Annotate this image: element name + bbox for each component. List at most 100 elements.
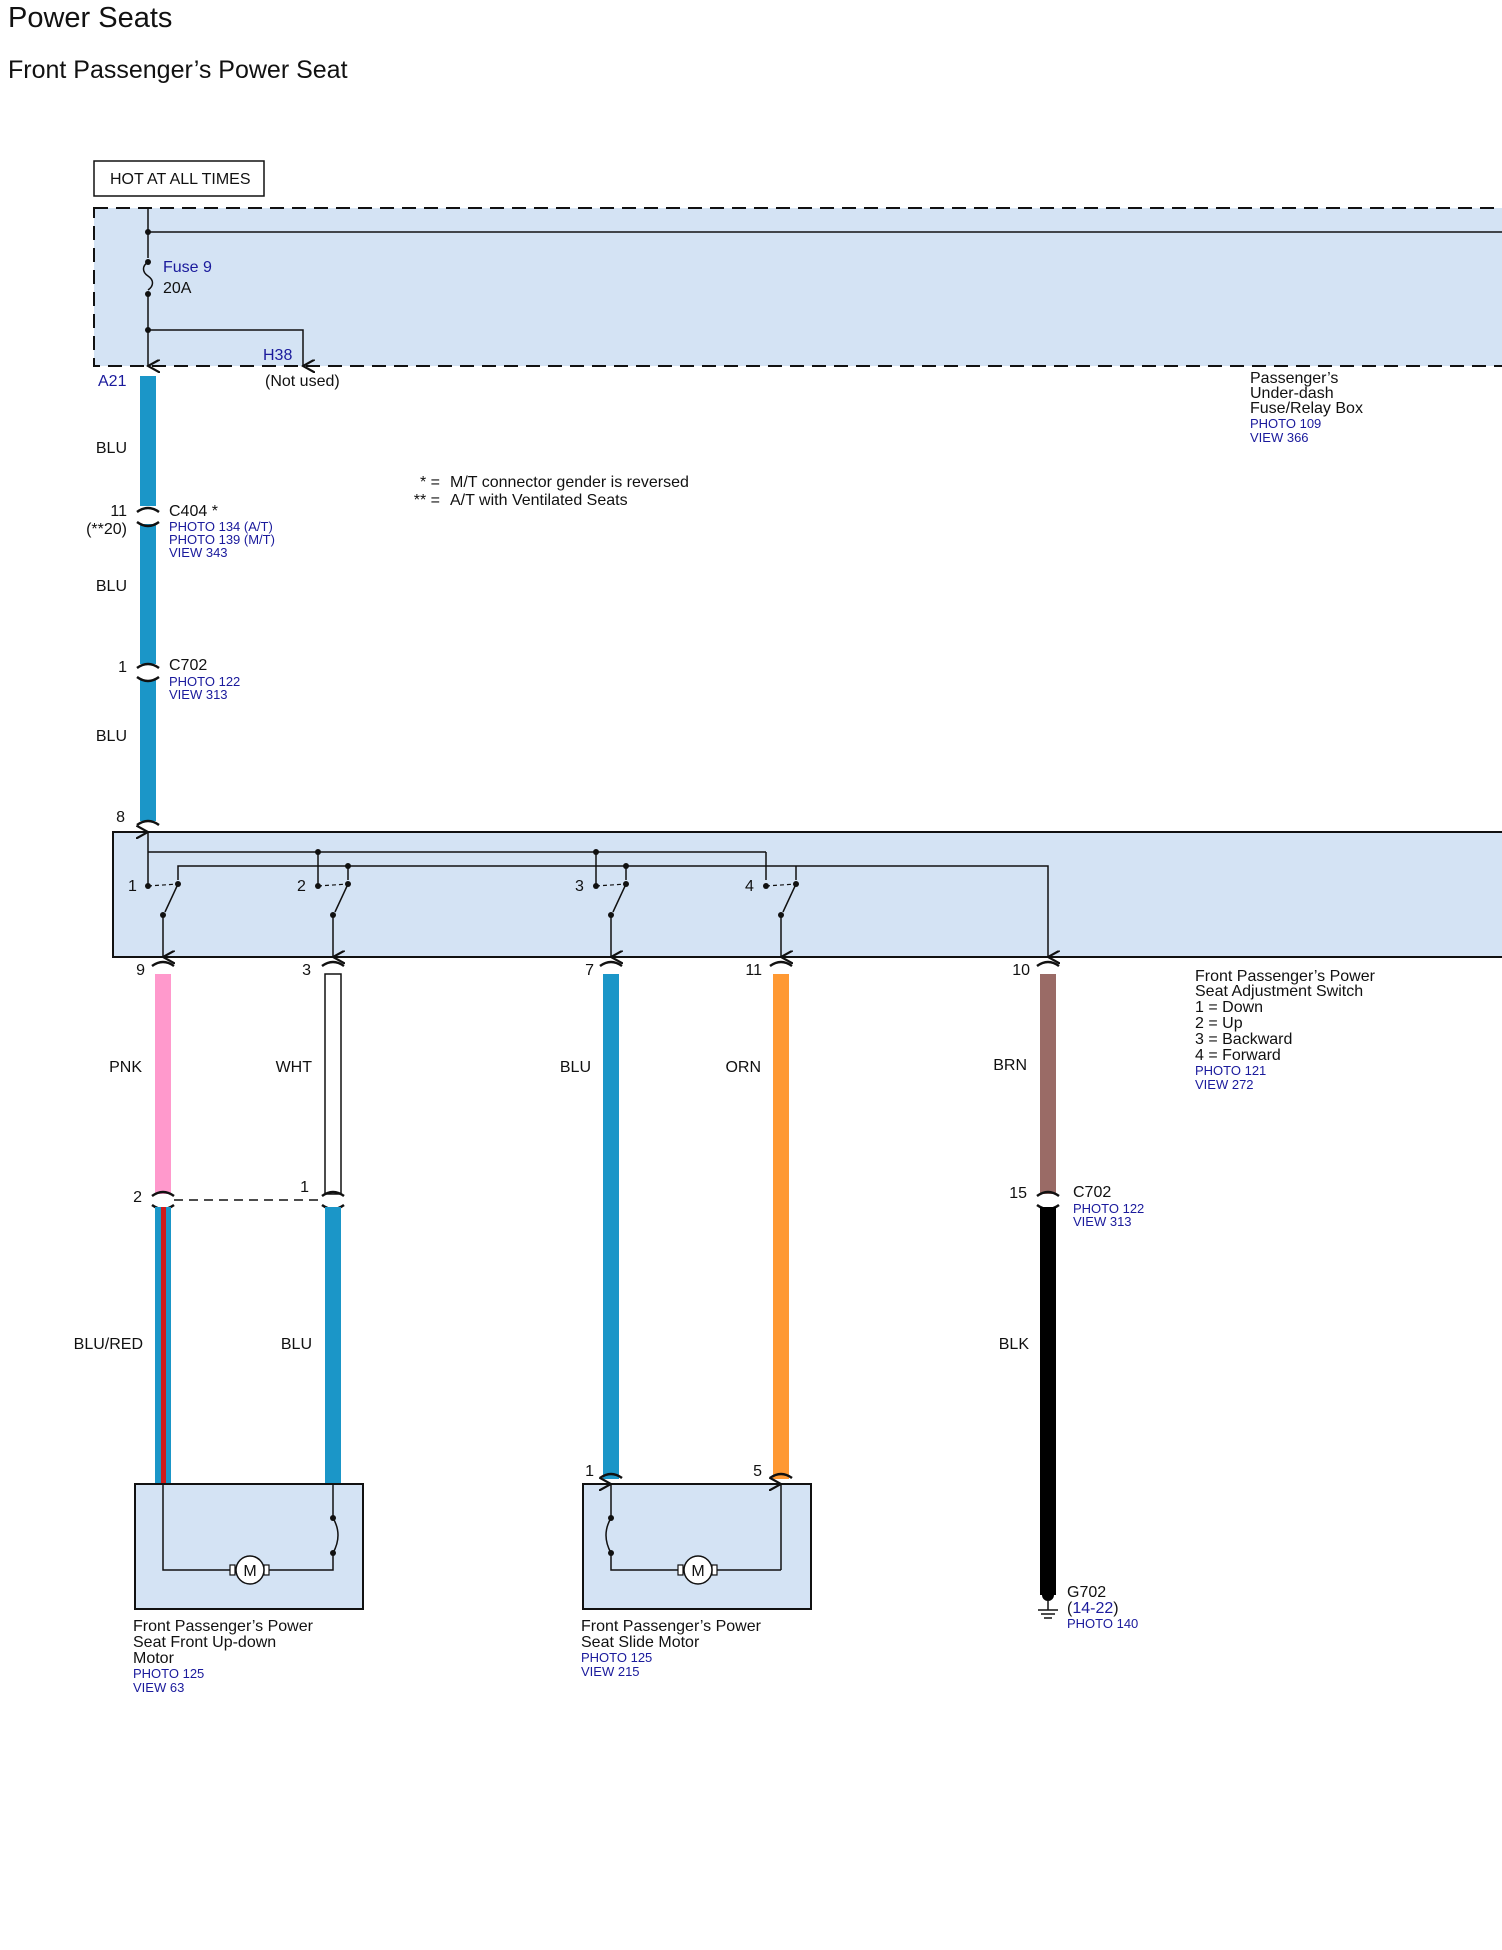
fuse-name: Fuse 9 <box>163 259 212 276</box>
pin-label: 5 <box>753 1463 762 1480</box>
fuse-box-photo: PHOTO 109 <box>1250 416 1321 431</box>
slide-motor-name: Front Passenger’s Power <box>581 1618 762 1635</box>
wire-label: BRN <box>993 1057 1027 1074</box>
ground-name: G702 <box>1067 1584 1106 1601</box>
connector-c702-symbol <box>136 662 160 683</box>
switch-input-pin: 8 <box>116 809 125 826</box>
switch-legend: 4 = Forward <box>1195 1047 1281 1064</box>
switch-contact-1 <box>145 881 181 957</box>
note-mark: * = <box>420 474 440 491</box>
motor-symbol <box>235 1555 265 1585</box>
pin-label: 1 <box>585 1463 594 1480</box>
motor-symbol <box>683 1555 713 1585</box>
wire-pnk <box>155 974 171 1194</box>
slide-motor-view: VIEW 215 <box>581 1664 640 1679</box>
slide-motor-box <box>582 1483 812 1610</box>
pin-label: 2 <box>133 1189 142 1206</box>
pin-8-symbol <box>136 819 160 827</box>
updown-motor-photo: PHOTO 125 <box>133 1666 204 1681</box>
ground-ref-close: ) <box>1113 1600 1118 1617</box>
switch-contact-3 <box>593 881 629 957</box>
wire-blu-red-stripe <box>161 1207 166 1484</box>
wire-label: BLU/RED <box>74 1336 143 1353</box>
pin-label: 10 <box>1012 962 1030 979</box>
wire-blu-feed <box>140 524 156 664</box>
wire-blu-feed <box>140 680 156 821</box>
c702-photo: PHOTO 122 <box>1073 1201 1144 1216</box>
junction-dot <box>145 229 151 235</box>
updown-motor-name: Motor <box>133 1650 175 1667</box>
pin-label: 15 <box>1009 1185 1027 1202</box>
c702-name: C702 <box>1073 1184 1111 1201</box>
connector-c702-symbol <box>151 1190 175 1211</box>
slide-motor-name: Seat Slide Motor <box>581 1634 700 1651</box>
page-title: Power Seats <box>8 2 173 34</box>
terminal-a21: A21 <box>98 373 127 390</box>
c702-pin: 1 <box>118 659 127 676</box>
wire-blk <box>1040 1207 1056 1595</box>
wire-label: ORN <box>725 1059 761 1076</box>
not-used-note: (Not used) <box>265 373 340 390</box>
switch-legend: 1 = Down <box>1195 999 1263 1016</box>
pin-symbol <box>1036 960 1060 968</box>
switch-contact-2 <box>315 881 351 957</box>
connector-c702-symbol <box>1036 1190 1060 1211</box>
hot-at-all-times-label: HOT AT ALL TIMES <box>110 171 251 188</box>
terminal-h38: H38 <box>263 347 292 364</box>
pin-label: 11 <box>745 962 762 979</box>
pin-symbol <box>151 960 175 968</box>
switch-contact-label: 4 <box>745 878 754 895</box>
pin-symbol <box>321 960 345 968</box>
wire-label: BLU <box>96 728 127 745</box>
pin-symbol <box>599 960 623 968</box>
motor-brush <box>677 1564 684 1576</box>
switch-legend: 2 = Up <box>1195 1015 1243 1032</box>
wire-blu-feed <box>140 376 156 506</box>
wire-blu <box>603 974 619 1479</box>
wire-label: WHT <box>276 1059 313 1076</box>
wire-blu-lower <box>325 1207 341 1484</box>
c702-photo: PHOTO 122 <box>169 674 240 689</box>
ground-ref-link[interactable]: 14-22 <box>1072 1600 1113 1617</box>
wire-brn <box>1040 974 1056 1194</box>
ground-ref: (14-22) <box>1067 1600 1119 1617</box>
switch-contact-label: 1 <box>128 878 137 895</box>
fuse-rating: 20A <box>163 280 192 297</box>
ground-ref-open: ( <box>1067 1600 1073 1617</box>
motor-label: M <box>691 1563 704 1580</box>
motor-circuit <box>268 1553 334 1571</box>
wire-label: PNK <box>109 1059 142 1076</box>
switch-contact-label: 2 <box>297 878 306 895</box>
unused-branch-line <box>148 329 303 366</box>
c404-name: C404 * <box>169 503 218 520</box>
fuse-box-name: Passenger’s <box>1250 370 1338 387</box>
c404-photo: PHOTO 134 (A/T) <box>169 519 273 534</box>
c404-view: VIEW 343 <box>169 545 228 560</box>
switch-ground-bus <box>177 865 1048 957</box>
pin-label: 3 <box>302 962 311 979</box>
fuse-box-view: VIEW 366 <box>1250 430 1309 445</box>
note-text: A/T with Ventilated Seats <box>450 492 628 509</box>
connector-c404-symbol <box>136 506 160 528</box>
pin-label: 9 <box>136 962 145 979</box>
ground-photo: PHOTO 140 <box>1067 1616 1138 1631</box>
wire-label: BLU <box>560 1059 591 1076</box>
pin-label: 1 <box>300 1179 309 1196</box>
fuse-box-name: Fuse/Relay Box <box>1250 400 1363 417</box>
c702-view: VIEW 313 <box>169 687 228 702</box>
wire-wht <box>324 973 342 1195</box>
hot-at-all-times-box <box>93 160 265 197</box>
updown-motor-name: Front Passenger’s Power <box>133 1618 314 1635</box>
c404-alt-pin: (**20) <box>86 521 127 538</box>
wire-label: BLK <box>999 1336 1030 1353</box>
c702-view: VIEW 313 <box>1073 1214 1132 1229</box>
c404-pin: 11 <box>110 503 127 520</box>
c702-name: C702 <box>169 657 207 674</box>
c404-photo: PHOTO 139 (M/T) <box>169 532 275 547</box>
switch-name: Seat Adjustment Switch <box>1195 983 1363 1000</box>
updown-motor-box <box>134 1483 364 1610</box>
pin-symbol <box>769 1472 793 1480</box>
note-mark: ** = <box>414 492 440 509</box>
pin-label: 7 <box>585 962 594 979</box>
